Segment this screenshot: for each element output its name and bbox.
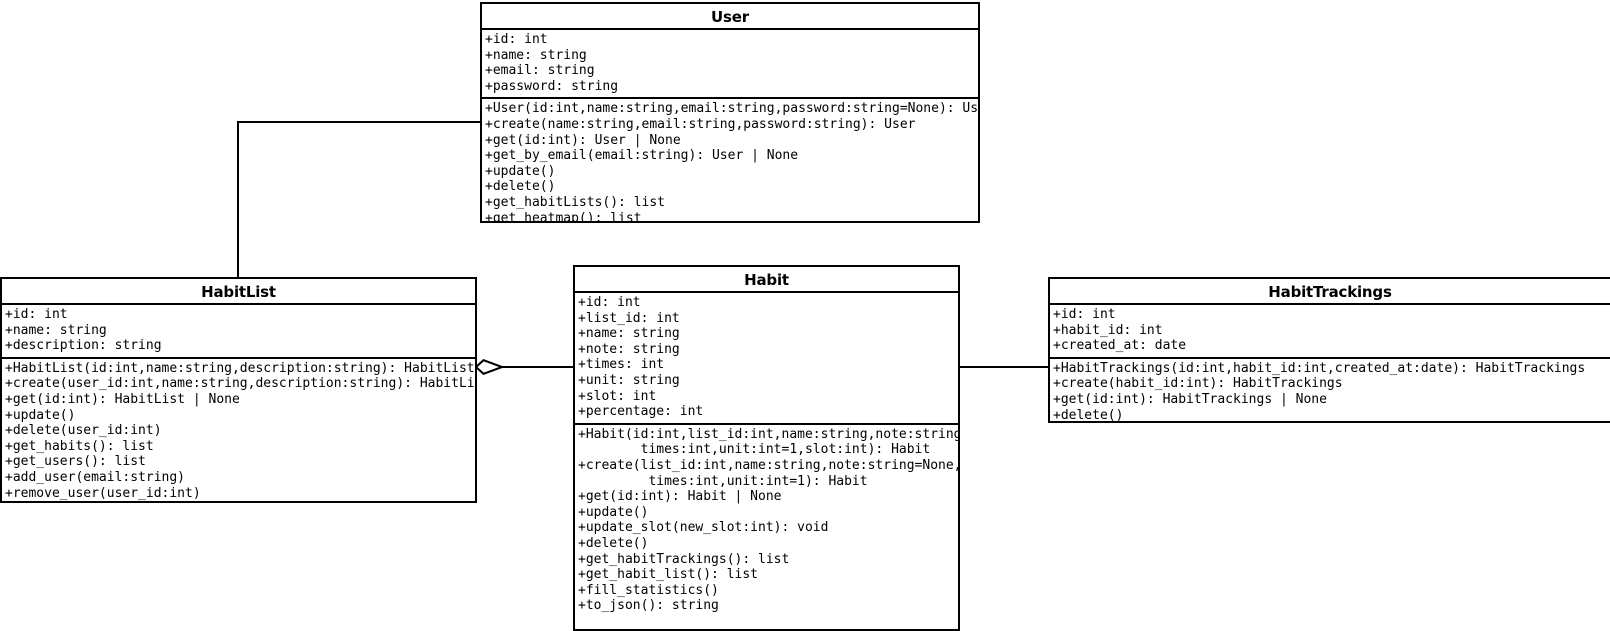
class-title-habittrackings: HabitTrackings — [1050, 279, 1610, 305]
class-methods-habitlist: +HabitList(id:int,name:string,descriptio… — [2, 356, 475, 501]
method-row: +create(user_id:int,name:string,descript… — [5, 376, 475, 392]
edge-habitlist-habit — [500, 366, 575, 368]
attribute-row: +id: int — [5, 307, 68, 322]
class-methods-habit: +Habit(id:int,list_id:int,name:string,no… — [575, 422, 958, 617]
method-row: +get_habitTrackings(): list — [578, 551, 790, 567]
method-row: +get_habitLists(): list — [485, 194, 666, 210]
attribute-row: +id: int — [485, 32, 548, 47]
method-row: +update() — [485, 163, 556, 179]
class-attributes-user: +id: int +name: string +email: string +p… — [482, 30, 978, 97]
class-methods-habittrackings: +HabitTrackings(id:int,habit_id:int,crea… — [1050, 356, 1610, 423]
method-row: +create(list_id:int,name:string,note:str… — [578, 457, 958, 473]
method-row: +User(id:int,name:string,email:string,pa… — [485, 101, 978, 117]
edge-user-habitlist-vertical — [237, 121, 239, 277]
method-row: +delete() — [578, 535, 649, 551]
attribute-row: +id: int — [1053, 307, 1116, 322]
attribute-row: +times: int — [578, 357, 665, 373]
method-row: +add_user(email:string) — [5, 469, 186, 485]
method-row: +create(name:string,email:string,passwor… — [485, 116, 916, 132]
class-title-user: User — [482, 4, 978, 30]
class-title-habitlist: HabitList — [2, 279, 475, 305]
method-row: +get(id:int): HabitList | None — [5, 391, 240, 407]
class-box-user[interactable]: User +id: int +name: string +email: stri… — [480, 2, 980, 223]
edge-user-habitlist-horizontal — [237, 121, 482, 123]
method-row: +update() — [5, 407, 76, 423]
class-box-habitlist[interactable]: HabitList +id: int +name: string +descri… — [0, 277, 477, 503]
method-row: +get(id:int): HabitTrackings | None — [1053, 391, 1327, 407]
edge-habit-habittrackings — [958, 366, 1050, 368]
method-row: +create(habit_id:int): HabitTrackings — [1053, 376, 1343, 392]
attribute-row: +note: string — [578, 341, 680, 357]
attribute-row: +name: string — [485, 47, 587, 63]
attribute-row: +unit: string — [578, 372, 680, 388]
attribute-row: +percentage: int — [578, 404, 704, 420]
attribute-row: +password: string — [485, 78, 619, 94]
class-attributes-habitlist: +id: int +name: string +description: str… — [2, 305, 475, 357]
method-row: +delete() — [485, 179, 556, 195]
class-methods-user: +User(id:int,name:string,email:string,pa… — [482, 97, 978, 223]
method-row: +get_habits(): list — [5, 438, 154, 454]
attribute-row: +name: string — [5, 322, 107, 338]
method-row: +get(id:int): Habit | None — [578, 489, 782, 505]
method-row: +Habit(id:int,list_id:int,name:string,no… — [578, 426, 958, 442]
class-attributes-habittrackings: +id: int +habit_id: int +created_at: dat… — [1050, 305, 1610, 357]
method-row: +delete() — [1053, 407, 1124, 423]
method-row: +HabitTrackings(id:int,habit_id:int,crea… — [1053, 360, 1586, 376]
attribute-row: +id: int — [578, 295, 641, 310]
attribute-row: +email: string — [485, 63, 595, 79]
class-box-habit[interactable]: Habit +id: int +list_id: int +name: stri… — [573, 265, 960, 631]
method-row: times:int,unit:int=1,slot:int): Habit — [578, 442, 931, 458]
method-row: +get(id:int): User | None — [485, 132, 681, 148]
attribute-row: +list_id: int — [578, 310, 680, 326]
class-title-habit: Habit — [575, 267, 958, 293]
attribute-row: +description: string — [5, 338, 162, 354]
attribute-row: +habit_id: int — [1053, 322, 1163, 338]
method-row: +update_slot(new_slot:int): void — [578, 520, 829, 536]
aggregation-diamond-icon — [474, 358, 504, 376]
method-row: +HabitList(id:int,name:string,descriptio… — [5, 360, 475, 376]
method-row: +get_by_email(email:string): User | None — [485, 148, 799, 164]
method-row: +get_heatmap(): list — [485, 210, 642, 223]
method-row: +to_json(): string — [578, 598, 719, 614]
method-row: +remove_user(user_id:int) — [5, 485, 201, 501]
attribute-row: +name: string — [578, 326, 680, 342]
attribute-row: +slot: int — [578, 388, 657, 404]
class-box-habittrackings[interactable]: HabitTrackings +id: int +habit_id: int +… — [1048, 277, 1610, 423]
class-attributes-habit: +id: int +list_id: int +name: string +no… — [575, 293, 958, 423]
method-row: +get_users(): list — [5, 454, 146, 470]
attribute-row: +created_at: date — [1053, 338, 1187, 354]
method-row: +update() — [578, 504, 649, 520]
method-row: times:int,unit:int=1): Habit — [578, 473, 868, 489]
method-row: +get_habit_list(): list — [578, 567, 759, 583]
method-row: +fill_statistics() — [578, 582, 719, 598]
method-row: +delete(user_id:int) — [5, 423, 162, 439]
